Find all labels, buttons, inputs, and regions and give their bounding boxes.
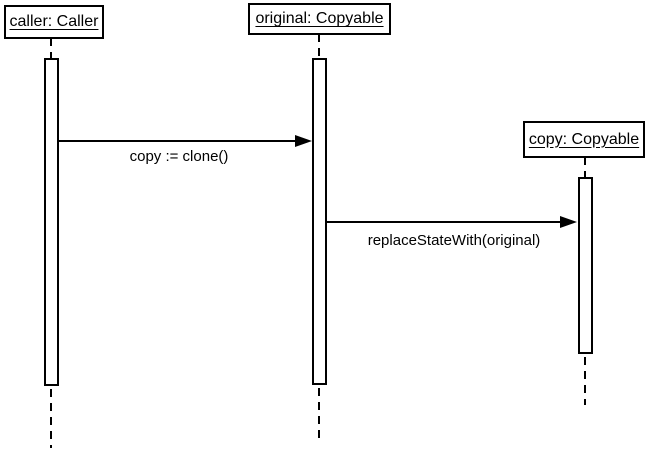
lifeline-stub-caller	[50, 38, 52, 59]
lifeline-head-original: original: Copyable	[248, 3, 391, 35]
message-line	[327, 221, 562, 223]
message-line	[59, 140, 297, 142]
message-arrow-clone	[59, 135, 312, 147]
lifeline-label-original: original: Copyable	[255, 10, 384, 27]
arrowhead-icon	[295, 135, 312, 147]
message-label-replace: replaceStateWith(original)	[367, 232, 541, 249]
message-label-clone: copy := clone()	[129, 148, 229, 165]
lifeline-label-caller: caller: Caller	[9, 13, 99, 30]
activation-bar-copy	[578, 177, 593, 354]
lifeline-tail-caller	[50, 389, 52, 448]
activation-bar-caller	[44, 58, 59, 386]
lifeline-head-caller: caller: Caller	[4, 5, 104, 39]
lifeline-stub-original	[318, 34, 320, 59]
arrowhead-icon	[560, 216, 577, 228]
lifeline-head-copy: copy: Copyable	[523, 121, 645, 158]
activation-bar-original	[312, 58, 327, 385]
lifeline-tail-copy	[584, 357, 586, 405]
lifeline-stub-copy	[584, 157, 586, 178]
lifeline-tail-original	[318, 388, 320, 440]
lifeline-label-copy: copy: Copyable	[528, 130, 640, 148]
message-arrow-replace	[327, 216, 577, 228]
